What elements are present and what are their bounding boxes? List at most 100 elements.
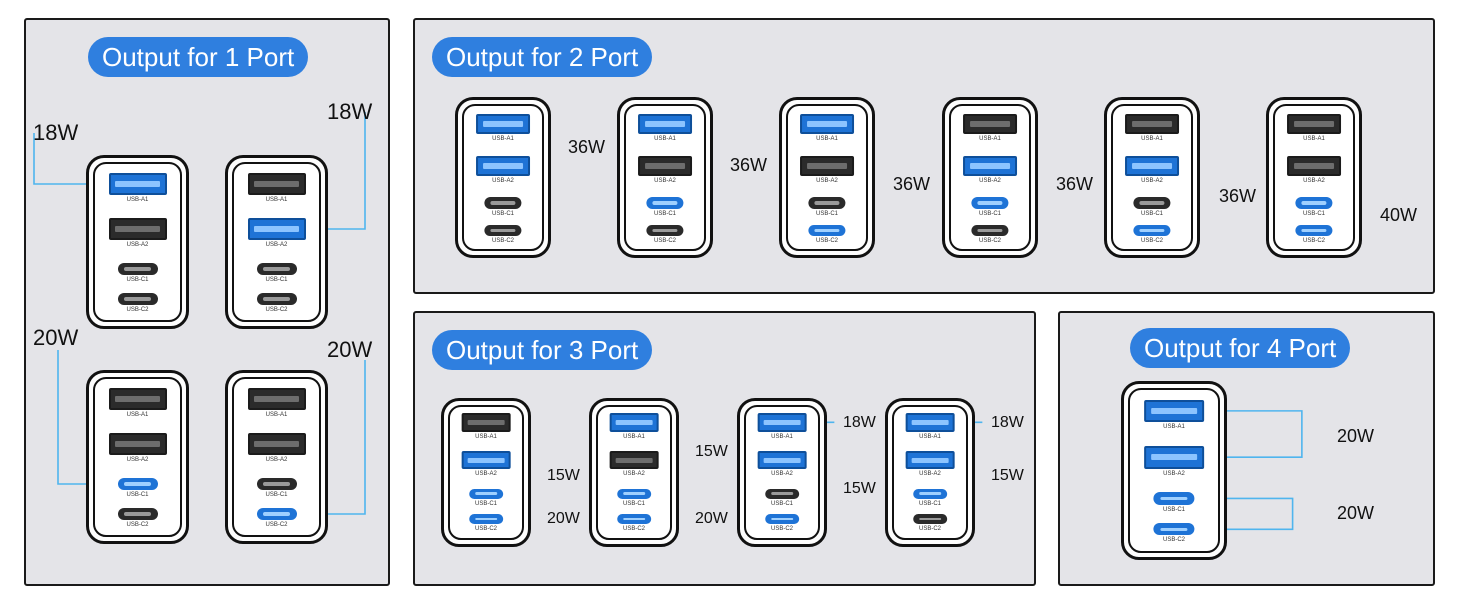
port-label: USB-A2: [979, 178, 1001, 185]
port-label: USB-A1: [771, 433, 793, 440]
port-label: USB-C2: [622, 525, 645, 532]
port-usb-c2[interactable]: USB-C2: [617, 513, 651, 533]
port-usb-a1[interactable]: USB-A1: [800, 113, 854, 143]
port-usb-a2[interactable]: USB-A2: [905, 450, 955, 478]
port-label: USB-C2: [474, 525, 497, 532]
port-usb-a2[interactable]: USB-A2: [476, 155, 530, 185]
usb-c-connector: [256, 508, 297, 520]
usb-a-connector: [108, 388, 167, 410]
usb-c-slot: [263, 297, 290, 301]
usb-a-connector: [108, 173, 167, 195]
port-usb-c2[interactable]: USB-C2: [469, 513, 503, 533]
usb-c-slot: [124, 512, 151, 516]
usb-c-connector: [646, 197, 684, 209]
port-usb-a1[interactable]: USB-A1: [905, 413, 955, 440]
port-usb-a1[interactable]: USB-A1: [108, 388, 167, 419]
port-usb-a1[interactable]: USB-A1: [461, 413, 511, 440]
port-usb-a2[interactable]: USB-A2: [1125, 155, 1179, 185]
port-usb-a2[interactable]: USB-A2: [1287, 155, 1341, 185]
port-usb-a2[interactable]: USB-A2: [247, 433, 306, 464]
port-usb-a2[interactable]: USB-A2: [638, 155, 692, 185]
port-usb-a2[interactable]: USB-A2: [800, 155, 854, 185]
port-label: USB-C2: [770, 525, 793, 532]
usb-a-connector: [963, 155, 1017, 177]
port-usb-c1[interactable]: USB-C1: [765, 488, 799, 508]
usb-a-tongue: [115, 180, 160, 188]
port-usb-c2[interactable]: USB-C2: [256, 508, 297, 529]
port-usb-a1[interactable]: USB-A1: [1125, 113, 1179, 143]
port-usb-c1[interactable]: USB-C1: [1133, 197, 1171, 217]
usb-a-tongue: [254, 395, 299, 403]
port-usb-a2[interactable]: USB-A2: [461, 450, 511, 478]
title-4-port: Output for 4 Port: [1130, 328, 1351, 368]
port-usb-a1[interactable]: USB-A1: [247, 173, 306, 204]
port-usb-c1[interactable]: USB-C1: [617, 488, 651, 508]
port-usb-c1[interactable]: USB-C1: [971, 197, 1009, 217]
port-usb-a1[interactable]: USB-A1: [963, 113, 1017, 143]
port-usb-c1[interactable]: USB-C1: [256, 263, 297, 284]
port-label: USB-C1: [1140, 210, 1163, 217]
port-label: USB-A1: [1163, 424, 1185, 431]
port-usb-c2[interactable]: USB-C2: [256, 293, 297, 314]
port-label: USB-C1: [474, 500, 497, 507]
port-usb-a2[interactable]: USB-A2: [1144, 445, 1204, 478]
usb-c-slot: [490, 201, 516, 205]
port-usb-c2[interactable]: USB-C2: [1295, 225, 1333, 245]
port-usb-c1[interactable]: USB-C1: [469, 488, 503, 508]
wattage-label: 20W: [1337, 503, 1375, 523]
title-2-port: Output for 2 Port: [432, 37, 653, 77]
port-usb-c1[interactable]: USB-C1: [117, 478, 158, 499]
port-usb-c2[interactable]: USB-C2: [1153, 523, 1195, 544]
port-usb-c2[interactable]: USB-C2: [646, 225, 684, 245]
wattage-label: 36W: [1219, 186, 1257, 206]
port-usb-c2[interactable]: USB-C2: [117, 293, 158, 314]
usb-c-connector: [256, 263, 297, 275]
port-usb-a2[interactable]: USB-A2: [247, 218, 306, 249]
port-usb-c1[interactable]: USB-C1: [1295, 197, 1333, 217]
wattage-label: 18W: [991, 414, 1024, 431]
port-usb-a1[interactable]: USB-A1: [1144, 399, 1204, 432]
port-usb-c2[interactable]: USB-C2: [1133, 225, 1171, 245]
port-usb-c1[interactable]: USB-C1: [117, 263, 158, 284]
port-label: USB-C2: [1162, 537, 1185, 544]
port-usb-a1[interactable]: USB-A1: [108, 173, 167, 204]
port-usb-c2[interactable]: USB-C2: [117, 508, 158, 529]
port-label: USB-C2: [1140, 238, 1163, 245]
port-usb-a2[interactable]: USB-A2: [609, 450, 659, 478]
port-label: USB-A2: [919, 471, 941, 478]
wattage-label: 18W: [843, 414, 876, 431]
port-usb-a1[interactable]: USB-A1: [1287, 113, 1341, 143]
port-usb-c2[interactable]: USB-C2: [971, 225, 1009, 245]
usb-a-connector: [963, 113, 1017, 135]
port-usb-c1[interactable]: USB-C1: [256, 478, 297, 499]
charger-device: [86, 370, 189, 544]
port-usb-c1[interactable]: USB-C1: [913, 488, 947, 508]
wattage-label: 36W: [730, 155, 768, 175]
port-usb-c1[interactable]: USB-C1: [808, 197, 846, 217]
port-label: USB-C2: [491, 238, 514, 245]
port-usb-c1[interactable]: USB-C1: [646, 197, 684, 217]
port-usb-c2[interactable]: USB-C2: [808, 225, 846, 245]
usb-a-connector: [461, 413, 511, 432]
port-usb-c2[interactable]: USB-C2: [913, 513, 947, 533]
port-usb-a2[interactable]: USB-A2: [757, 450, 807, 478]
wire-bracket: [33, 133, 109, 185]
port-usb-a1[interactable]: USB-A1: [757, 413, 807, 440]
port-usb-a2[interactable]: USB-A2: [108, 218, 167, 249]
usb-c-connector: [1153, 523, 1195, 536]
port-usb-c2[interactable]: USB-C2: [484, 225, 522, 245]
port-label: USB-A1: [1141, 136, 1163, 143]
usb-a-connector: [247, 388, 306, 410]
port-usb-a1[interactable]: USB-A1: [609, 413, 659, 440]
usb-a-tongue: [911, 419, 949, 425]
port-usb-a1[interactable]: USB-A1: [476, 113, 530, 143]
port-usb-c1[interactable]: USB-C1: [484, 197, 522, 217]
port-usb-c2[interactable]: USB-C2: [765, 513, 799, 533]
port-label: USB-A2: [771, 471, 793, 478]
port-usb-a2[interactable]: USB-A2: [963, 155, 1017, 185]
port-usb-a2[interactable]: USB-A2: [108, 433, 167, 464]
port-usb-a1[interactable]: USB-A1: [638, 113, 692, 143]
port-usb-c1[interactable]: USB-C1: [1153, 492, 1195, 513]
port-usb-a1[interactable]: USB-A1: [247, 388, 306, 419]
charger-device: [589, 398, 679, 547]
